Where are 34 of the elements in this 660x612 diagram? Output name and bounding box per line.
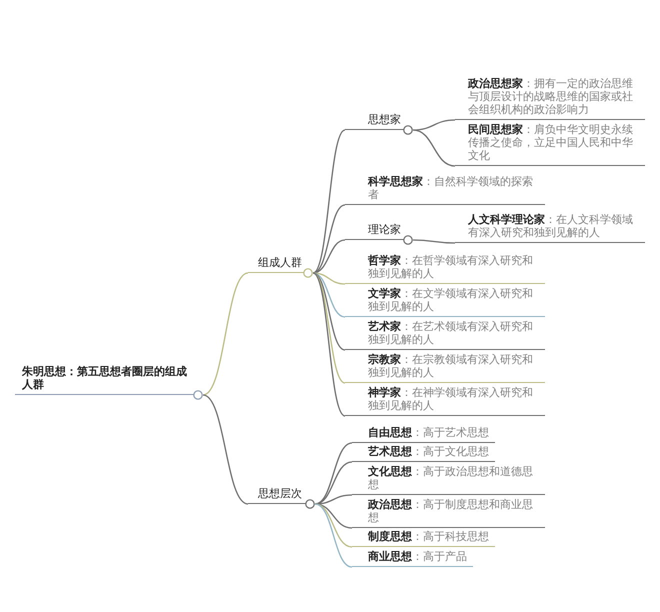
branch-line	[412, 129, 456, 167]
leaf-topic: 科学思想家：自然科学领域的探索者	[345, 175, 545, 206]
branch-line	[314, 461, 352, 505]
branch-line	[312, 272, 346, 318]
leaf-topic: 哲学家：在哲学领域有深入研究和独到见解的人	[345, 254, 545, 285]
leaf-topic: 自由思想：高于艺术思想	[352, 426, 495, 444]
leaf-topic: 政治思想：高于制度思想和商业思想	[352, 498, 545, 529]
topic-text: 思想家	[368, 113, 401, 126]
branch-line	[202, 394, 248, 505]
branch-line	[312, 272, 346, 285]
topic-text: 组成人群	[258, 256, 302, 270]
branch-line	[312, 272, 346, 417]
leaf-topic: 民间思想家：肩负中华文明史永续传播之使命，立足中国人民和中华文化	[455, 123, 645, 167]
topic-text: 思想层次	[258, 487, 302, 500]
leaf-topic: 文化思想：高于政治思想和道德思想	[352, 465, 545, 496]
leaf-topic: 人文科学理论家：在人文科学领域有深入研究和独到见解的人	[455, 213, 645, 244]
leaf-topic: 神学家：在神学领域有深入研究和独到见解的人	[345, 386, 545, 417]
leaf-topic: 宗教家：在宗教领域有深入研究和独到见解的人	[345, 353, 545, 384]
topic-text: 朱明思想：第五思想者圈层的组成人群	[22, 365, 187, 392]
branch-line	[312, 239, 346, 274]
branch-line	[314, 503, 352, 548]
leaf-topic: 制度思想：高于科技思想	[352, 530, 495, 548]
branch-line	[202, 272, 248, 396]
branch-line	[312, 272, 346, 351]
branch-line	[312, 129, 346, 274]
leaf-topic: 商业思想：高于产品	[352, 550, 473, 568]
branch-line	[413, 239, 455, 244]
branch-line	[312, 272, 346, 384]
branch-line	[314, 503, 352, 568]
topic-text: 理论家	[368, 223, 401, 236]
leaf-topic: 文学家：在文学领域有深入研究和独到见解的人	[345, 287, 545, 318]
leaf-topic: 政治思想家：拥有一定的政治思维与顶层设计的战略思维的国家或社会组织机构的政治影响力	[455, 77, 645, 121]
leaf-topic: 艺术家：在艺术领域有深入研究和独到见解的人	[345, 320, 545, 351]
leaf-topic: 艺术思想：高于文化思想	[352, 445, 495, 463]
